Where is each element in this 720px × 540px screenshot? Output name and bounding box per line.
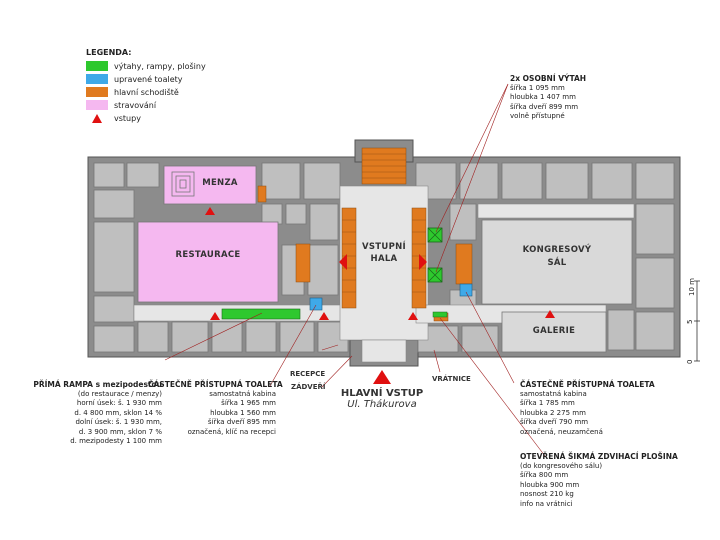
restaurace-area [137,221,279,303]
legend-item-dining: stravování [86,99,156,111]
note-elevator: 2x OSOBNÍ VÝTAH šířka 1 095 mm hloubka 1… [510,74,586,122]
legend-swatch-green [86,61,108,71]
legend-item-lifts: výtahy, rampy, plošiny [86,60,206,72]
note-line: označená, neuzamčená [520,427,603,436]
legend-label: upravené toalety [114,74,183,84]
legend-label: výtahy, rampy, plošiny [114,61,206,71]
note-line: dolní úsek: š. 1 930 mm, [75,418,162,426]
room-label-hala-2: HALA [370,254,398,264]
note-line: šířka 800 mm [520,471,569,479]
note-ramp: PŘÍMÁ RAMPA s mezipodestou (do restaurac… [20,380,162,447]
note-line: šířka 1 965 mm [221,399,276,407]
legend-swatch-blue [86,74,108,84]
note-line: šířka dveří 895 mm [207,418,276,426]
note-title: ČÁSTEČNĚ PŘÍSTUPNÁ TOALETA [148,380,283,389]
legend-swatch-pink [86,100,108,110]
main-entrance: HLAVNÍ VSTUP Ul. Thákurova [327,388,437,410]
note-line: nosnost 210 kg [520,490,574,498]
note-line: info na vrátnici [520,499,573,508]
kongresovy-sal-area [481,219,633,305]
note-title: ČÁSTEČNĚ PŘÍSTUPNÁ TOALETA [520,380,655,389]
note-line: hloubka 2 275 mm [520,408,586,417]
entrance-markers [205,207,555,384]
legend-label: stravování [114,100,157,110]
note-line: hloubka 900 mm [520,480,580,489]
room-label-kongres-2: SÁL [547,258,567,268]
note-title: OTEVŘENÁ ŠIKMÁ ZDVIHACÍ PLOŠINA [520,452,678,461]
note-line: hloubka 1 407 mm [510,93,576,101]
leader-lines [164,83,546,457]
note-line: samostatná kabina [520,389,587,398]
note-line: (do kongresového sálu) [520,461,603,470]
main-entrance-title: HLAVNÍ VSTUP [340,388,424,399]
scale-label-5: 5 [686,319,694,324]
note-platform: OTEVŘENÁ ŠIKMÁ ZDVIHACÍ PLOŠINA (do kong… [520,452,678,509]
galerie-area [501,311,607,353]
room-label-hala-1: VSTUPNÍ [361,242,406,252]
note-line: d. mezipodesty 1 100 mm [70,437,162,445]
note-line: šířka 1 785 mm [520,399,575,407]
room-label-restaurace: RESTAURACE [175,250,241,260]
note-toilet-right: ČÁSTEČNĚ PŘÍSTUPNÁ TOALETA samostatná ka… [520,380,655,437]
main-entrance-street: Ul. Thákurova [347,399,417,410]
label-zadveri: ZÁDVEŘÍ [291,383,326,391]
note-title: 2x OSOBNÍ VÝTAH [510,74,587,83]
room-label-menza: MENZA [202,178,238,188]
label-vratnice: VRÁTNICE [432,375,471,383]
lifting-platform [432,311,448,318]
scale-label-0: 0 [686,359,694,364]
menza-counter [171,171,195,197]
room-label-galerie: GALERIE [532,326,576,336]
note-line: horní úsek: š. 1 930 mm [76,399,162,407]
note-line: označená, klíč na recepci [187,427,276,436]
scale-bar [694,280,700,362]
legend-item-entrances: vstupy [86,112,141,124]
entrance-triangle-icon [86,113,108,123]
note-line: volně přístupné [510,112,565,120]
legend-swatch-orange [86,87,108,97]
note-line: samostatná kabina [209,389,276,398]
legend-label: vstupy [114,113,141,123]
note-line: šířka 1 095 mm [510,83,565,92]
toilet-left [309,297,323,311]
note-line: šířka dveří 899 mm [510,102,579,111]
note-line: d. 4 800 mm, sklon 14 % [74,408,162,417]
elevators [427,227,443,283]
note-line: (do restaurace / menzy) [77,389,162,398]
legend-item-stairs: hlavní schodiště [86,86,179,98]
note-line: šířka dveří 790 mm [520,418,589,426]
note-line: d. 3 900 mm, sklon 7 % [78,427,162,436]
ramp [221,308,301,320]
legend-title: LEGENDA: [86,48,132,57]
toilet-right [459,283,473,297]
note-toilet-left: ČÁSTEČNĚ PŘÍSTUPNÁ TOALETA samostatná ka… [148,380,283,437]
note-line: hloubka 1 560 mm [210,408,276,417]
room-label-kongres-1: KONGRESOVÝ [522,245,592,255]
note-title: PŘÍMÁ RAMPA s mezipodestou [33,380,162,389]
legend-item-toilets: upravené toalety [86,73,182,85]
scale-label-10m: 10 m [688,278,696,296]
legend-label: hlavní schodiště [114,87,179,97]
label-recepce: RECEPCE [290,370,326,378]
